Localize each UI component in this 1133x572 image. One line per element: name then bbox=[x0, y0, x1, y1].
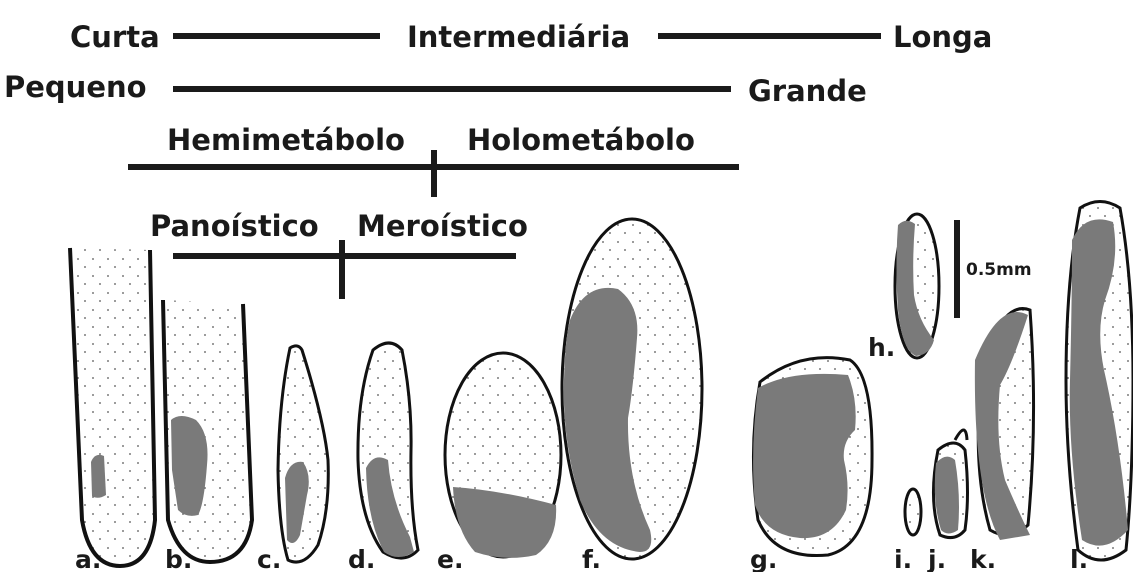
specimen-l bbox=[1066, 202, 1133, 561]
specimen-label-f: f. bbox=[582, 545, 601, 572]
specimen-h bbox=[895, 214, 939, 358]
specimen-label-c: c. bbox=[257, 545, 281, 572]
specimen-j bbox=[933, 430, 967, 538]
specimen-b bbox=[163, 300, 252, 562]
specimen-d bbox=[358, 343, 418, 558]
specimen-label-i: i. bbox=[894, 545, 912, 572]
specimen-a bbox=[70, 248, 155, 566]
specimen-label-b: b. bbox=[165, 545, 192, 572]
specimen-label-d: d. bbox=[348, 545, 375, 572]
specimen-label-l: l. bbox=[1070, 545, 1088, 572]
ovary-right-label: Meroístico bbox=[357, 209, 528, 243]
specimen-e bbox=[445, 353, 561, 558]
specimen-label-a: a. bbox=[75, 545, 101, 572]
specimen-label-g: g. bbox=[750, 545, 777, 572]
specimen-label-j: j. bbox=[927, 545, 946, 572]
ovary-left-label: Panoístico bbox=[150, 209, 319, 243]
specimen-f bbox=[562, 219, 702, 559]
length-scale-left-label: Curta bbox=[70, 20, 160, 54]
length-scale-right-label: Longa bbox=[893, 20, 992, 54]
specimen-label-h: h. bbox=[868, 333, 895, 362]
size-scale-left-label: Pequeno bbox=[4, 70, 147, 104]
specimen-label-k: k. bbox=[970, 545, 996, 572]
scale-bar-label: 0.5mm bbox=[966, 260, 1032, 280]
specimen-label-e: e. bbox=[437, 545, 463, 572]
size-scale-right-label: Grande bbox=[748, 74, 867, 108]
metamorphosis-right-label: Holometábolo bbox=[467, 123, 695, 157]
specimen-c bbox=[278, 346, 328, 562]
metamorphosis-left-label: Hemimetábolo bbox=[167, 123, 405, 157]
length-scale-middle-label: Intermediária bbox=[407, 20, 630, 54]
specimen-i bbox=[905, 489, 921, 535]
specimen-k bbox=[975, 309, 1034, 540]
specimen-g bbox=[753, 358, 872, 556]
